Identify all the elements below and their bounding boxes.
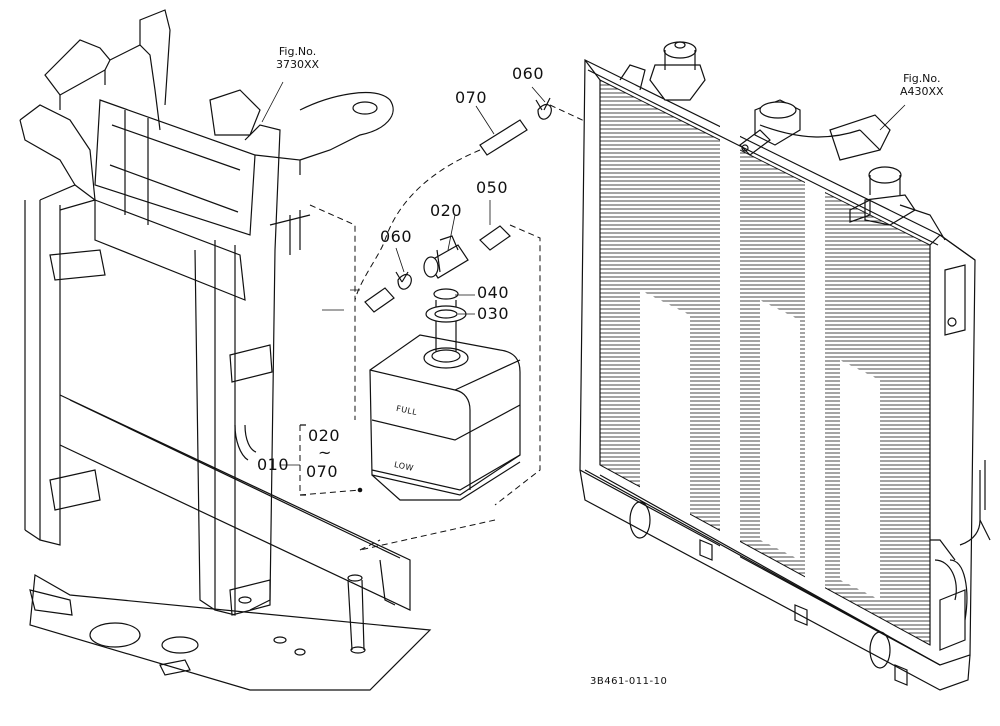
callout-010-assembly[interactable]: 010 bbox=[257, 455, 290, 474]
tank-cap-assembly bbox=[424, 236, 468, 352]
leader-dot bbox=[357, 487, 363, 493]
fig-ref-number: 3730XX bbox=[276, 58, 320, 71]
callout-070-hose[interactable]: 070 bbox=[455, 88, 488, 107]
radiator bbox=[580, 42, 990, 690]
drawing-code: 3B461-011-10 bbox=[590, 676, 668, 687]
clip-060-top bbox=[536, 98, 551, 119]
callout-030-washer[interactable]: 030 bbox=[477, 304, 510, 323]
fig-ref-number: A430XX bbox=[900, 85, 944, 98]
hose-070 bbox=[480, 120, 527, 155]
callout-060-clip-top[interactable]: 060 bbox=[512, 64, 545, 83]
reserve-tank bbox=[370, 335, 520, 500]
radiator-frame bbox=[20, 10, 430, 690]
callout-range-start: 020 bbox=[308, 426, 341, 445]
hose-050 bbox=[480, 226, 510, 250]
fig-ref-leaders bbox=[262, 82, 905, 130]
callout-050-hose[interactable]: 050 bbox=[476, 178, 509, 197]
clip-060-left bbox=[396, 272, 411, 289]
callout-020-cap[interactable]: 020 bbox=[430, 201, 463, 220]
hose-left bbox=[365, 288, 394, 312]
fig-ref-label: Fig.No. bbox=[903, 72, 941, 85]
callout-060-clip-left[interactable]: 060 bbox=[380, 227, 413, 246]
fig-ref-frame[interactable]: Fig.No. 3730XX bbox=[276, 45, 319, 71]
callout-leaders bbox=[396, 87, 545, 272]
assembly-lines bbox=[280, 105, 690, 550]
fig-ref-radiator[interactable]: Fig.No. A430XX bbox=[900, 72, 944, 98]
callout-040-gasket[interactable]: 040 bbox=[477, 283, 510, 302]
callout-range-separator: ~ bbox=[318, 443, 332, 462]
fig-ref-label: Fig.No. bbox=[278, 45, 317, 58]
callout-range-end: 070 bbox=[306, 462, 339, 481]
